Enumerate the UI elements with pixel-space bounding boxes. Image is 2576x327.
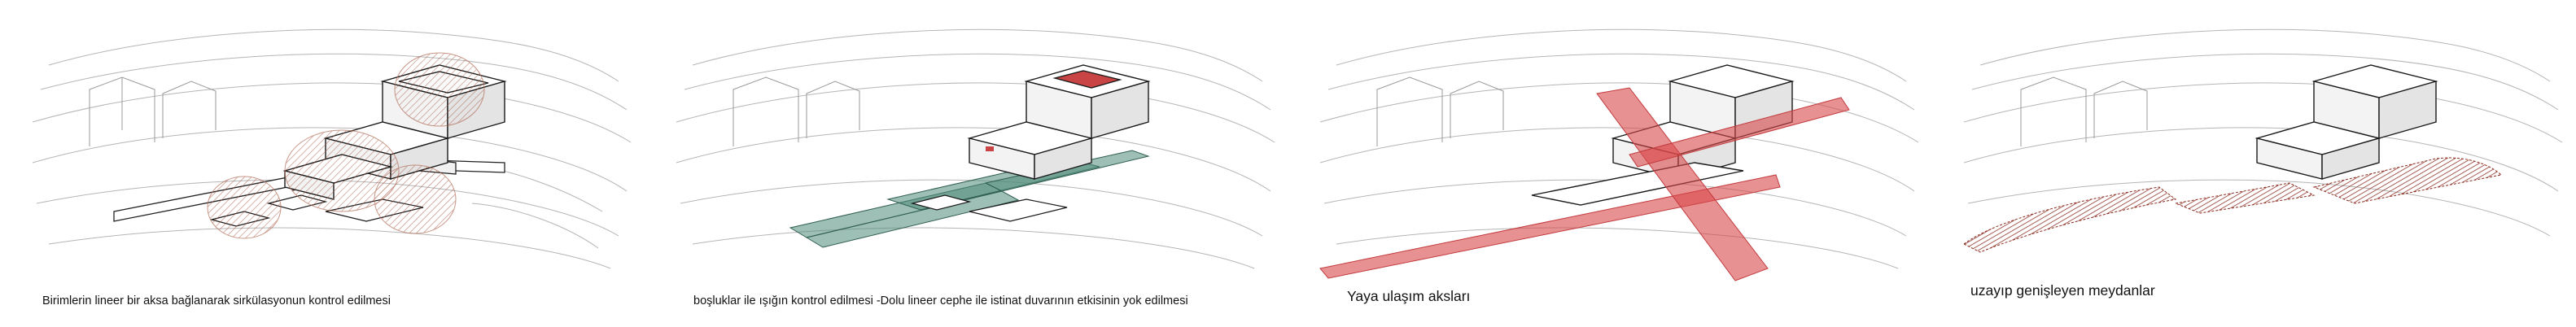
red-axes <box>1319 87 1850 281</box>
terrain-contours <box>1963 28 2563 237</box>
panel-light-voids: boşluklar ile ışığın kontrol edilmesi -D… <box>644 0 1288 327</box>
caption-pedestrian-axes: Yaya ulaşım aksları <box>1347 288 1471 304</box>
axonometric-drawing <box>1963 28 2563 253</box>
main-building <box>2255 64 2438 180</box>
axonometric-drawing <box>676 28 1275 269</box>
context-blocks <box>2020 76 2148 146</box>
caption-circulation: Birimlerin lineer bir aksa bağlanarak si… <box>42 294 391 307</box>
axonometric-drawing <box>1319 28 1919 281</box>
overlay-circles <box>207 52 485 239</box>
axonometric-drawing <box>32 28 632 269</box>
main-building <box>967 64 1151 180</box>
panel-plazas: uzayıp genişleyen meydanlar <box>1931 0 2575 327</box>
context-blocks <box>89 76 216 146</box>
context-blocks <box>1376 76 1504 146</box>
panel-circulation: Birimlerin lineer bir aksa bağlanarak si… <box>0 0 644 327</box>
hatched-plazas <box>1963 157 2503 253</box>
panel-pedestrian-axes: Yaya ulaşım aksları <box>1288 0 1931 327</box>
caption-light-voids: boşluklar ile ışığın kontrol edilmesi -D… <box>693 294 1188 307</box>
lower-units <box>910 194 1068 222</box>
green-platforms <box>789 150 1150 248</box>
caption-plazas: uzayıp genişleyen meydanlar <box>1970 282 2155 299</box>
context-blocks <box>733 76 860 146</box>
